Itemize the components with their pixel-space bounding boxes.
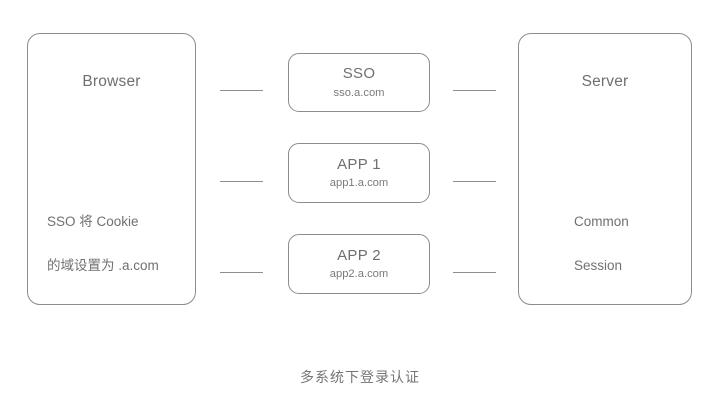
server-body-line-2: Session [574, 257, 623, 273]
connector-sso-server [453, 90, 496, 91]
server-title: Server [581, 73, 629, 90]
service-domain: app1.a.com [329, 177, 389, 190]
browser-title: Browser [82, 73, 141, 90]
service-node-app1: APP 1 app1.a.com [288, 143, 430, 203]
connector-app1-server [453, 181, 496, 182]
server-body-line-1: Common [574, 213, 629, 229]
server-node: Server Common Session [518, 33, 692, 305]
connector-browser-app1 [220, 181, 263, 182]
service-node-sso: SSO sso.a.com [288, 53, 430, 112]
browser-body: SSO 将 Cookie 的域设置为 .a.com [47, 189, 187, 276]
browser-body-line-1: SSO 将 Cookie [47, 213, 139, 229]
browser-node: Browser SSO 将 Cookie 的域设置为 .a.com [27, 33, 196, 305]
diagram-caption: 多系统下登录认证 [300, 369, 420, 385]
service-node-app2: APP 2 app2.a.com [288, 234, 430, 294]
connector-app2-server [453, 272, 496, 273]
browser-body-line-2: 的域设置为 .a.com [47, 257, 159, 273]
service-title: APP 1 [337, 155, 381, 173]
service-domain: sso.a.com [333, 86, 385, 99]
server-body: Common Session [574, 189, 684, 276]
connector-browser-sso [220, 90, 263, 91]
service-title: SSO [342, 65, 376, 83]
service-title: APP 2 [337, 246, 381, 264]
service-domain: app2.a.com [329, 268, 389, 281]
connector-browser-app2 [220, 272, 263, 273]
